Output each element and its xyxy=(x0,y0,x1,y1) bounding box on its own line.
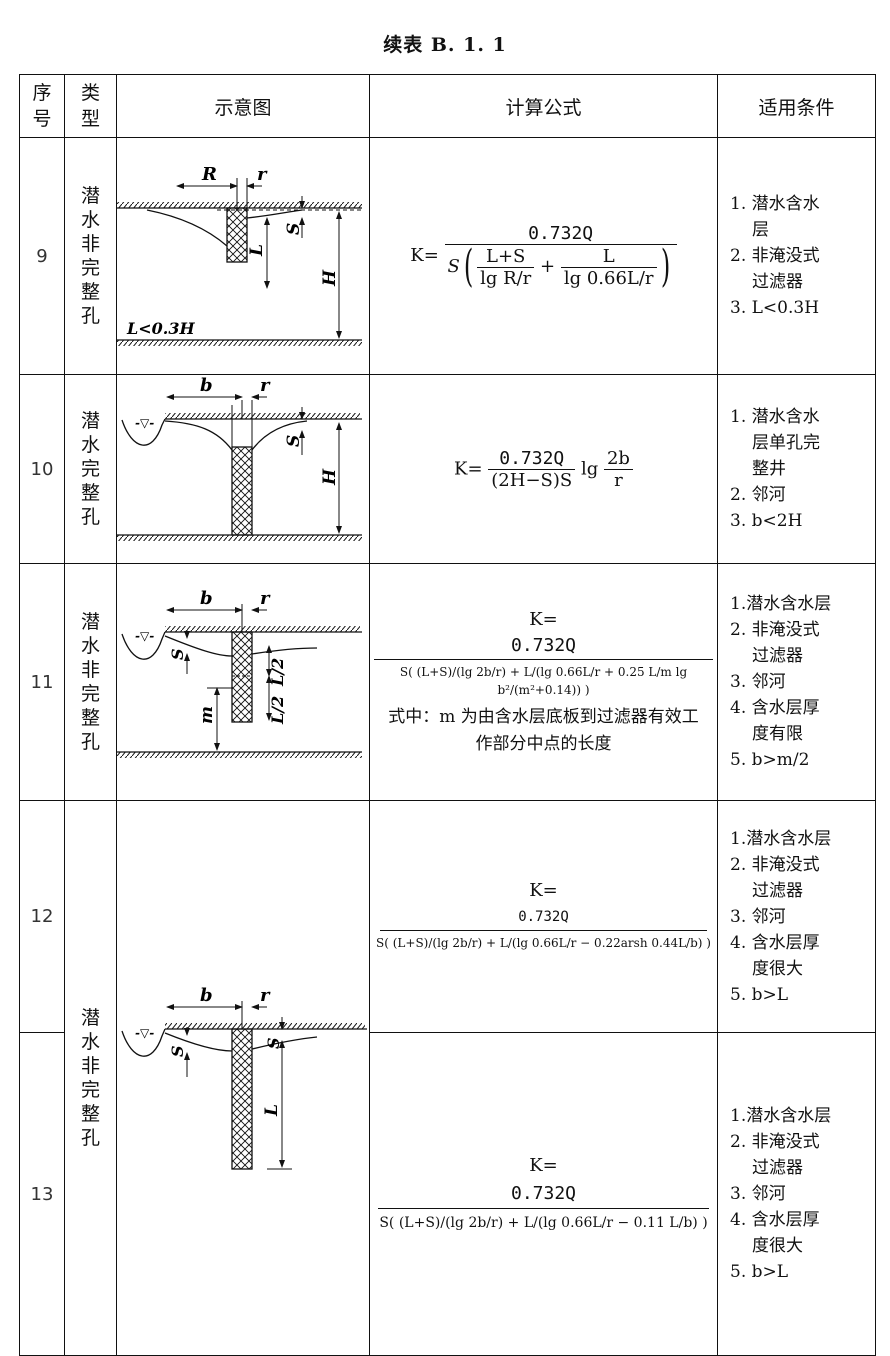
formula-lhs: K= xyxy=(410,245,439,266)
label-S: S xyxy=(284,435,304,447)
formula-cell: K= 0.732Q S( (L+S)/(lg 2b/r) + L/(lg 0.6… xyxy=(369,563,718,801)
label-r: r xyxy=(260,375,271,396)
table-row: 9 潜水非完整孔 R r L S H xyxy=(19,137,876,375)
formula-numerator: 0.732Q xyxy=(444,223,677,245)
table-title: 续表 B. 1. 1 xyxy=(383,34,507,56)
row-seq: 11 xyxy=(19,563,65,801)
diagram-cell: -▽- b r S L/2 L/2 xyxy=(116,563,370,801)
row-type: 潜水非完整孔 xyxy=(64,137,117,375)
label-S: S xyxy=(168,648,187,660)
label-L: L xyxy=(247,244,267,257)
label-m: m xyxy=(197,706,217,724)
row-seq: 12 xyxy=(19,799,65,1034)
diagram-cell: -▽- b r S H xyxy=(116,374,370,564)
table-row: 11 潜水非完整孔 -▽- b r S xyxy=(19,563,876,801)
diagram-11: -▽- b r S L/2 L/2 xyxy=(117,588,362,758)
diagram-9: R r L S H L<0.3H xyxy=(117,164,362,346)
label-L: L xyxy=(262,1104,282,1117)
diagram-10: -▽- b r S H xyxy=(117,375,362,541)
formula-cell: K= 0.732Q S( (L+S)/(lg 2b/r) + L/(lg 0.6… xyxy=(369,799,718,1034)
label-L2-lower: L/2 xyxy=(268,696,287,725)
label-L-cond: L<0.3H xyxy=(126,319,195,338)
formula-cell: K= 0.732Q S( (L+S)/(lg 2b/r) + L/(lg 0.6… xyxy=(369,1032,718,1356)
header-type: 类型 xyxy=(64,74,117,138)
label-b: b xyxy=(200,375,213,396)
label-r: r xyxy=(260,985,271,1006)
label-S: S xyxy=(284,223,304,235)
label-L2-upper: L/2 xyxy=(268,658,287,687)
svg-text:-▽-: -▽- xyxy=(135,416,154,430)
row-type: 潜水非完整孔 xyxy=(64,800,117,1356)
label-b: b xyxy=(200,588,213,609)
header-seq: 序号 xyxy=(19,74,65,138)
formula-table: 序号 类型 示意图 计算公式 适用条件 9 潜水非完整孔 R r xyxy=(19,74,876,1356)
row-type: 潜水非完整孔 xyxy=(64,563,117,801)
label-S-right: S xyxy=(264,1037,283,1049)
conditions-cell: 1. 潜水含水层 2. 非淹没式过滤器 3. L<0.3H xyxy=(717,137,876,375)
table-row: 12 潜水非完整孔 -▽- b r xyxy=(19,799,876,1356)
row-seq: 9 xyxy=(19,137,65,375)
row-seq: 13 xyxy=(19,1032,65,1356)
diagram-cell: -▽- b r S S xyxy=(116,800,370,1356)
label-b: b xyxy=(200,985,213,1006)
row-seq: 10 xyxy=(19,374,65,564)
label-r: r xyxy=(260,588,271,609)
label-H: H xyxy=(320,468,340,486)
header-formula: 计算公式 xyxy=(369,74,718,138)
label-R: R xyxy=(201,164,217,185)
diagram-12-13: -▽- b r S S xyxy=(121,985,367,1170)
formula-note: 式中：m 为由含水层底板到过滤器有效工作部分中点的长度 xyxy=(388,706,699,754)
label-r: r xyxy=(257,164,268,185)
label-H: H xyxy=(320,269,340,287)
header-conditions: 适用条件 xyxy=(717,74,876,138)
table-header-row: 序号 类型 示意图 计算公式 适用条件 xyxy=(19,74,876,138)
svg-text:-▽-: -▽- xyxy=(135,629,154,643)
row-type: 潜水完整孔 xyxy=(64,374,117,564)
header-diagram: 示意图 xyxy=(116,74,370,138)
table-row: 13 K= 0.732Q S( (L+S)/(lg 2b/r) + L/(lg … xyxy=(19,1032,876,1356)
svg-text:-▽-: -▽- xyxy=(135,1026,154,1040)
diagram-cell: R r L S H L<0.3H xyxy=(116,137,370,375)
table-row: 10 潜水完整孔 -▽- b r S xyxy=(19,374,876,564)
label-S-left: S xyxy=(168,1045,187,1057)
